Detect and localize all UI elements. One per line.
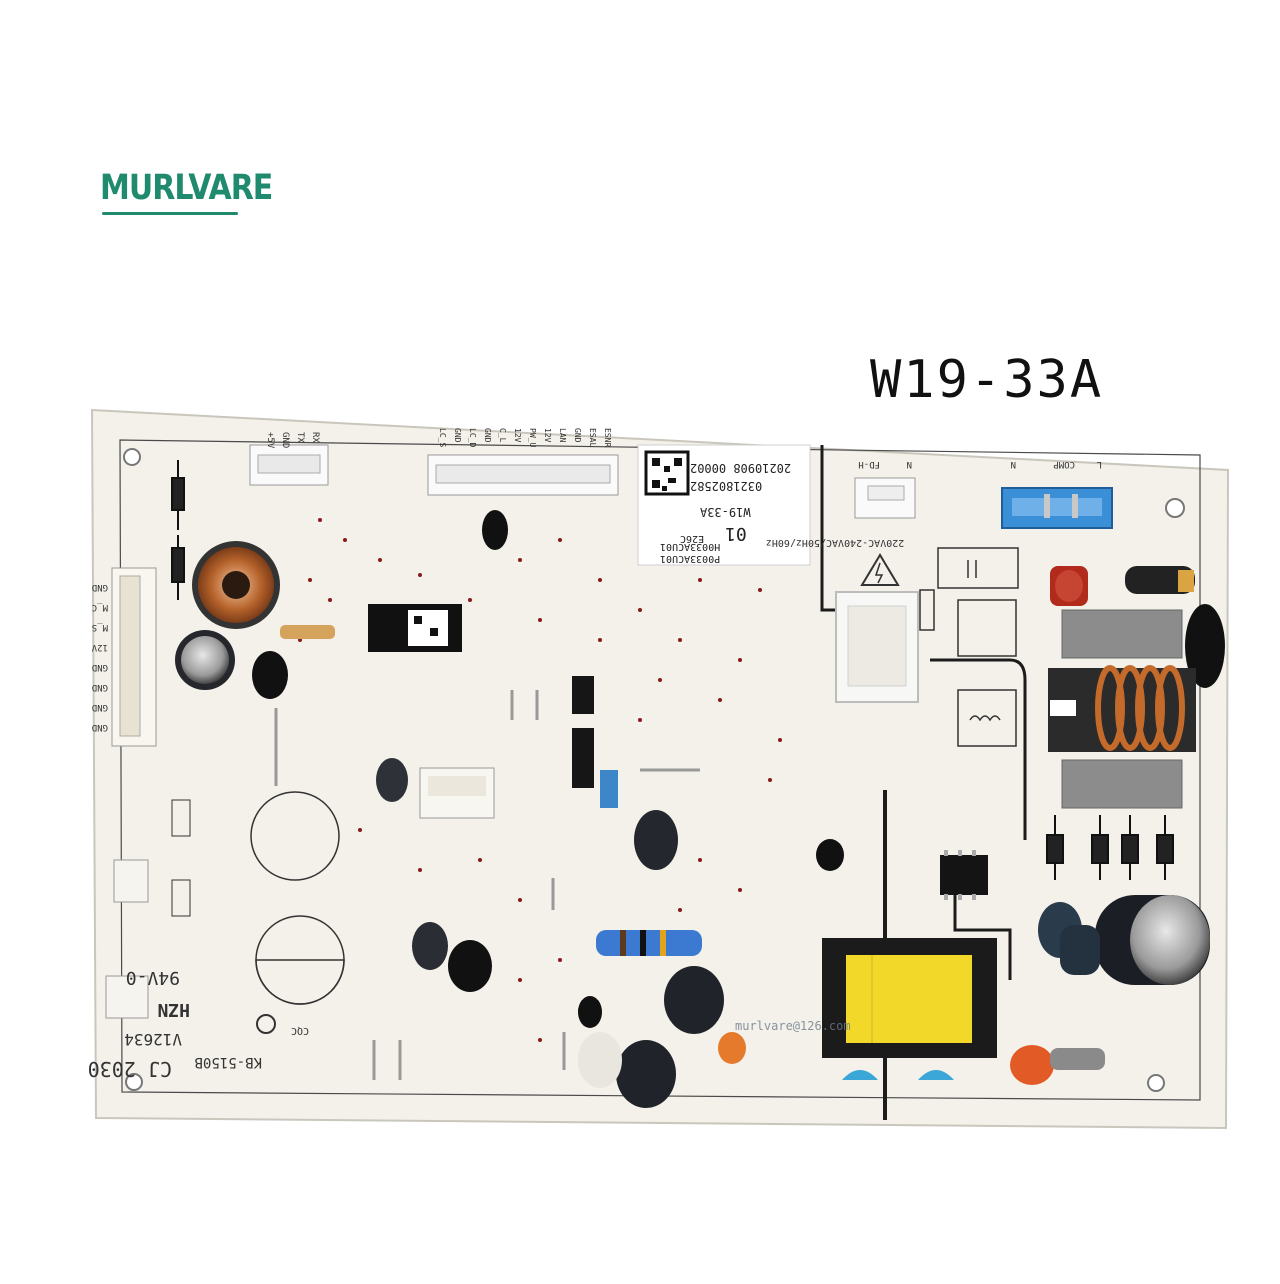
sticker-line: H0033ACU01 (660, 541, 720, 552)
small-electrolytic-caps (376, 758, 724, 1108)
connector-cn8 (113, 859, 149, 903)
connector-conn03 (419, 767, 495, 819)
electrolytic-capacitor (175, 625, 335, 699)
ceramic-capacitors (718, 1032, 1105, 1085)
cn2-pin-label: GND (573, 428, 582, 443)
cn2-pin-labels: LC_S GND LC_D GND C_L 12V PW_U 12V LAN G… (438, 428, 612, 447)
smps-transformer (822, 938, 997, 1058)
cn7-pin-label: GND (280, 432, 290, 448)
cn7-pin-labels: +5V GND TX RX (265, 432, 320, 449)
connector-cn9 (111, 567, 157, 747)
connector-cn4 (854, 477, 916, 519)
relay-labels: N FD-H N COMP L (858, 459, 1102, 469)
cn9-pin-label: M_S (92, 622, 108, 632)
fuse-component (1050, 566, 1088, 606)
cn9-pin-label: M_C (92, 602, 108, 612)
relay-label: COMP (1053, 459, 1075, 469)
seller-watermark: murlvare@126.com (735, 1019, 851, 1033)
cn2-pin-label: C_L (498, 428, 507, 443)
connector-cn7 (249, 444, 329, 486)
bulk-capacitor (1095, 895, 1210, 985)
relay-k2 (835, 591, 919, 703)
silkscreen-circles (250, 791, 345, 1005)
connector-cn5 (105, 975, 149, 1019)
capacitor-black (1185, 604, 1225, 688)
cn2-pin-label: LAN (558, 428, 567, 443)
cn7-pin-label: +5V (265, 432, 275, 449)
cqc-mark: CQC (291, 1025, 309, 1036)
cn7-pin-label: RX (310, 432, 320, 443)
diode-bank (1046, 815, 1174, 880)
power-resistor (596, 930, 702, 956)
relay-label: N (1011, 459, 1016, 469)
left-small-diodes (171, 799, 191, 917)
relay-label: L (1097, 459, 1102, 469)
board-code: V12634 (124, 1030, 182, 1049)
date-code: CJ 2030 (88, 1057, 172, 1081)
blue-trimmer (600, 770, 618, 808)
pin-header-con1 (572, 676, 594, 788)
cn9-pin-label: GND (92, 702, 108, 712)
sticker-line: P0033ACU01 (660, 553, 720, 564)
maker-mark: HZN (157, 999, 190, 1020)
x-capacitor (1061, 609, 1183, 809)
cn2-pin-label: PW_U (528, 428, 537, 447)
cn2-pin-label: GND (483, 428, 492, 443)
transistors (482, 510, 844, 1028)
data-matrix-tag (368, 604, 462, 652)
sticker-line: E26C (680, 533, 704, 544)
sticker-line: 01 (725, 523, 747, 544)
qr-code-icon (644, 450, 690, 496)
relay-label: FD-H (858, 459, 880, 469)
id-sticker: 20210908 00002 0321802582 W19-33A 01 H00… (637, 444, 811, 566)
silkscreen-symbols (919, 547, 1019, 747)
cn9-pin-label: 12V (91, 642, 108, 652)
brand-logo-underline (102, 212, 238, 215)
relay-label: N (907, 459, 912, 469)
ntc-component (1125, 566, 1195, 594)
cn9-pin-label: GND (92, 722, 108, 732)
cn2-pin-label: LC_S (438, 428, 447, 447)
cn2-pin-label: ESAL (588, 428, 597, 447)
cn9-pin-label: GND (92, 662, 108, 672)
blue-connector-cn1 (1001, 487, 1113, 529)
connector-cn2 (427, 454, 619, 496)
ic-chip (940, 850, 988, 900)
cn2-pin-label: LC_D (468, 428, 477, 447)
cn2-pin-label: 12V (513, 428, 522, 443)
flammability-rating: 94V-0 (126, 967, 180, 988)
sticker-line: 20210908 00002 (690, 461, 791, 475)
cn9-pin-label: GND (92, 582, 108, 592)
toroid-inductor-l3 (192, 541, 280, 629)
model-label: W19-33A (870, 350, 1104, 410)
cn2-pin-label: 12V (543, 428, 552, 443)
cap-blue-small (1038, 902, 1100, 975)
sticker-line: W19-33A (699, 505, 750, 519)
sticker-line: 0321802582 (690, 479, 762, 493)
voltage-rating: 220VAC-240VAC/50Hz/60Hz (766, 537, 904, 548)
mounting-holes (123, 448, 1185, 1092)
left-diodes (171, 460, 185, 600)
cn7-pin-label: TX (295, 432, 305, 443)
cn9-pin-label: GND (92, 682, 108, 692)
cn2-pin-label: GND (453, 428, 462, 443)
common-mode-choke (1048, 665, 1196, 752)
silkscreen-marks: 94V-0 HZN V12634 KB-5150B CJ 2030 CQC (88, 967, 309, 1081)
cn2-pin-label: ESNR (603, 428, 612, 447)
high-voltage-warning-icon (860, 553, 900, 586)
jumper-wires (274, 690, 700, 1080)
cn9-pin-labels: GND M_C M_S 12V GND GND GND GND (91, 582, 108, 732)
part-number: KB-5150B (195, 1054, 262, 1070)
